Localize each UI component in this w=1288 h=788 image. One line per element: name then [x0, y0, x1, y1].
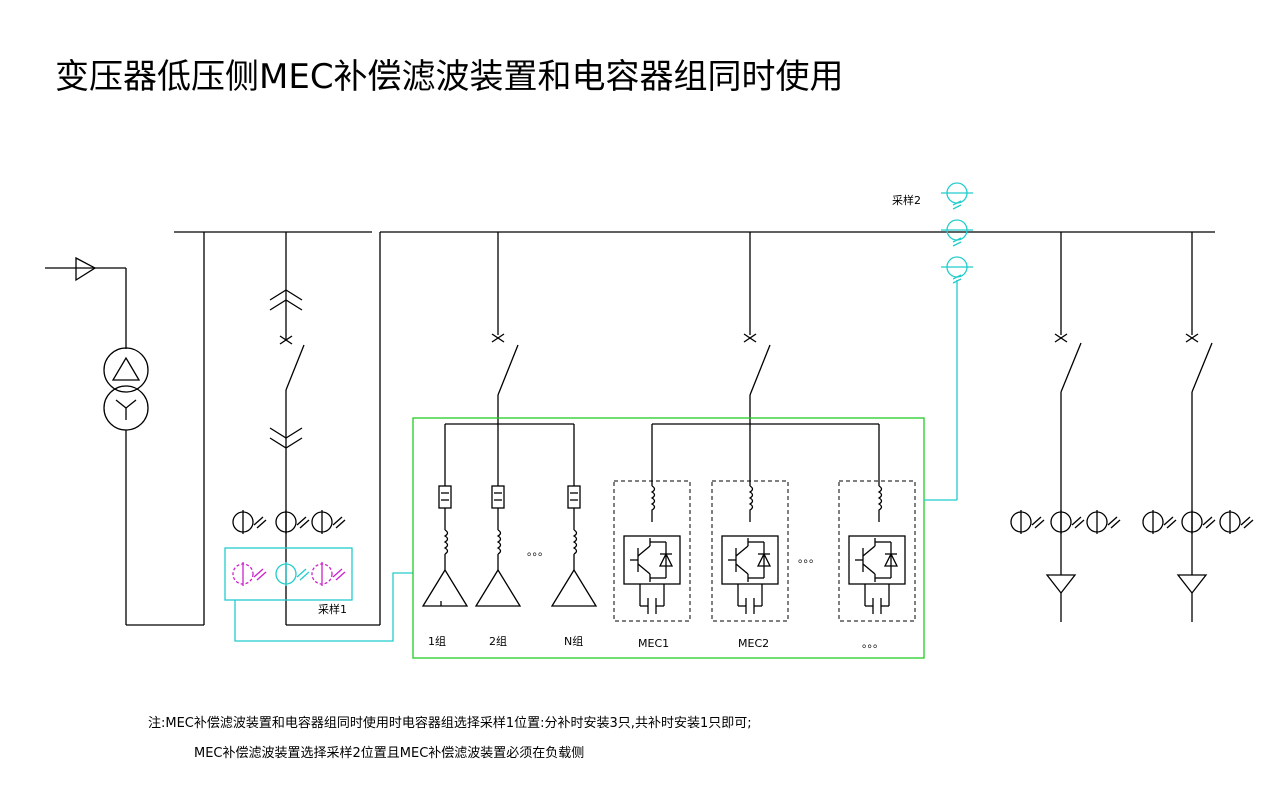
- mec-ellipsis: 。。。: [798, 552, 820, 565]
- optional-ct-icon: [311, 562, 346, 586]
- mec-unit-2: [711, 480, 789, 622]
- note-line-2: MEC补偿滤波装置选择采样2位置且MEC补偿滤波装置必须在负载侧: [194, 746, 584, 761]
- transformer-primary-icon: [103, 347, 149, 393]
- capacitor-group-n: [550, 485, 598, 607]
- optional-ct-icon: [232, 562, 267, 586]
- transformer-feed: [45, 232, 205, 626]
- capacitor-ellipsis: 。。。: [527, 545, 549, 558]
- sample1-ct-icon: [275, 561, 310, 587]
- group2-label: 2组: [489, 634, 507, 648]
- sample2-ct-group: [924, 182, 974, 501]
- load-feeder-1: [1010, 232, 1121, 622]
- capacitor-bank-bus: [444, 423, 575, 486]
- incoming-ct-row: [232, 509, 346, 535]
- mec1-label: MEC1: [638, 637, 669, 650]
- mec-bus: [651, 423, 880, 486]
- capacitor-group-2: [474, 485, 522, 607]
- sample2-label: 采样2: [892, 193, 921, 207]
- note-line-1: 注:MEC补偿滤波装置和电容器组同时使用时电容器组选择采样1位置:分补时安装3只…: [148, 715, 752, 731]
- mec-more-label: 。。。: [862, 637, 884, 650]
- sample1-label: 采样1: [318, 602, 347, 616]
- group1-label: 1组: [428, 634, 446, 648]
- groupn-label: N组: [564, 634, 583, 648]
- capacitor-group-1: [421, 485, 469, 607]
- sample1-frame: [224, 547, 353, 601]
- mec-unit-n: [838, 480, 916, 622]
- equipment-frame: [412, 417, 925, 659]
- mec-unit-1: [613, 480, 691, 622]
- mec-feeder-breaker: [743, 232, 771, 424]
- load-feeder-2: [1142, 232, 1254, 622]
- sample1-link: [234, 572, 413, 642]
- page-title: 变压器低压侧MEC补偿滤波装置和电容器组同时使用: [55, 57, 844, 97]
- mec2-label: MEC2: [738, 637, 769, 650]
- cap-feeder-breaker: [491, 232, 519, 424]
